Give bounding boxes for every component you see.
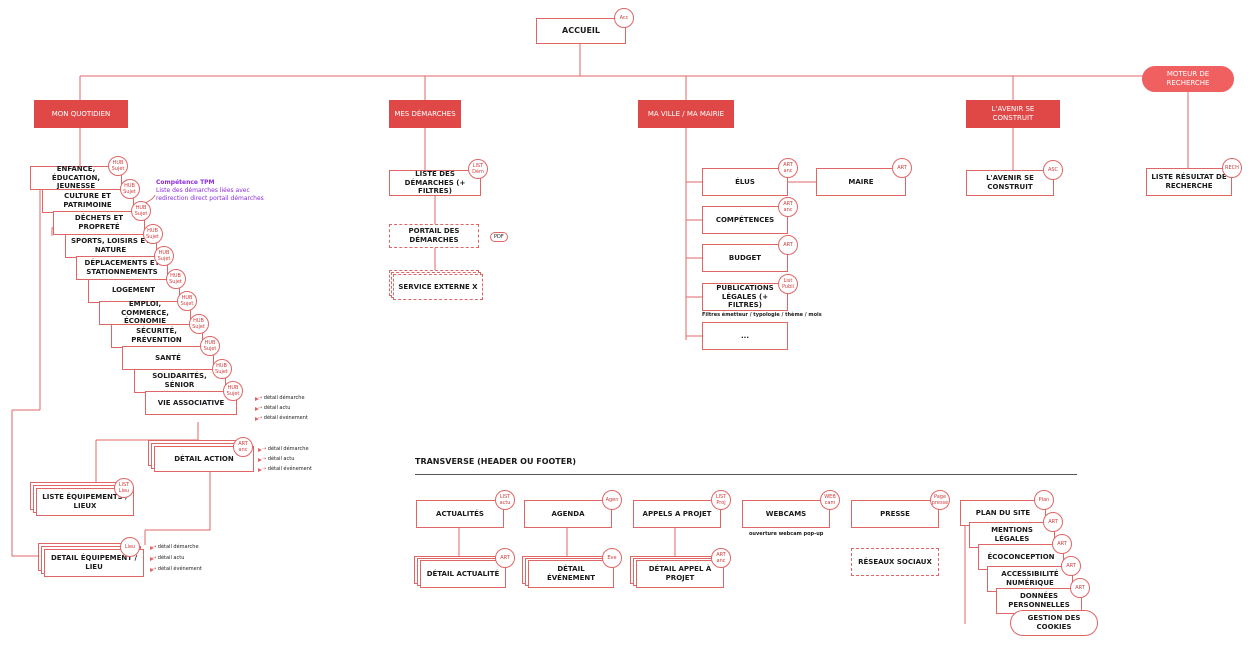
accueil-badge: Acc: [614, 8, 634, 28]
footer-page-badge: ART: [1061, 556, 1081, 576]
link-detail-evenement[interactable]: détail événement: [152, 566, 202, 572]
maire-page[interactable]: MAIRE: [816, 168, 906, 196]
footer-page-badge: Plan: [1034, 490, 1054, 510]
webcams-note: ouverture webcam pop-up: [749, 531, 824, 537]
footer-page-badge: ART: [1052, 534, 1072, 554]
detail-appel-projet-badge: ART anc: [711, 548, 731, 568]
webcams-badge: WEB cam: [820, 490, 840, 510]
section-ma-ville[interactable]: MA VILLE / MA MAIRIE: [638, 100, 734, 128]
filtres-note: Filtres émetteur / typologie / thème / m…: [702, 312, 822, 318]
competences-badge: ART anc: [778, 197, 798, 217]
agenda-page[interactable]: AGENDA: [524, 500, 612, 528]
link-detail-demarche[interactable]: détail démarche: [152, 544, 199, 550]
pdf-link[interactable]: PDF: [490, 232, 508, 242]
portail-demarches-page[interactable]: PORTAIL DES DÉMARCHES: [389, 224, 479, 248]
link-detail-evenement[interactable]: détail événement: [262, 466, 312, 472]
hub-sujet-badge: HUB Sujet: [108, 156, 128, 176]
hub-item[interactable]: LOGEMENT: [87, 278, 180, 303]
link-detail-demarche[interactable]: détail démarche: [262, 446, 309, 452]
section-mes-demarches[interactable]: MES DÉMARCHES: [389, 100, 461, 128]
link-detail-actu[interactable]: détail actu: [262, 456, 295, 462]
transverse-divider: [415, 474, 1077, 475]
hub-item[interactable]: ENFANCE, ÉDUCATION, JEUNESSE: [30, 165, 122, 190]
footer-page-item[interactable]: MENTIONS LÉGALES: [969, 522, 1055, 548]
detail-actualite-page[interactable]: DÉTAIL ACTUALITÉ: [420, 560, 506, 588]
hub-item[interactable]: DÉPLACEMENTS ET STATIONNEMENTS: [76, 256, 168, 280]
hub-sujet-badge: HUB Sujet: [200, 336, 220, 356]
detail-appel-projet-page[interactable]: DÉTAIL APPEL À PROJET: [636, 560, 724, 588]
competences-page[interactable]: COMPÉTENCES: [702, 206, 788, 234]
detail-evenement-page[interactable]: DÉTAIL ÉVÉNEMENT: [528, 560, 614, 588]
actualites-page[interactable]: ACTUALITÉS: [416, 500, 504, 528]
accueil-page[interactable]: ACCUEIL: [536, 18, 626, 44]
liste-demarches-badge: LIST Dém: [468, 159, 488, 179]
hub-item[interactable]: VIE ASSOCIATIVE: [145, 391, 237, 415]
annotation-title: Compétence TPM: [156, 179, 215, 186]
footer-page-badge: ART: [1070, 578, 1090, 598]
agenda-badge: Agen: [602, 490, 622, 510]
transverse-title: TRANSVERSE (HEADER OU FOOTER): [415, 457, 577, 466]
hub-sujet-badge: HUB Sujet: [131, 201, 151, 221]
competence-tpm-annotation: Compétence TPM Liste des démarches liées…: [156, 179, 268, 202]
link-detail-actu[interactable]: détail actu: [152, 555, 185, 561]
publications-legales-page[interactable]: PUBLICATIONS LÉGALES (+ FILTRES): [702, 283, 788, 311]
hub-sujet-badge: HUB Sujet: [188, 313, 209, 334]
recherche-badge: RECH: [1222, 158, 1242, 178]
presse-page[interactable]: PRESSE: [851, 500, 939, 528]
reseaux-sociaux-link[interactable]: RÉSEAUX SOCIAUX: [851, 548, 939, 576]
link-detail-demarche[interactable]: détail démarche: [258, 395, 305, 401]
link-detail-evenement[interactable]: détail événement: [258, 415, 308, 421]
appels-projet-page[interactable]: APPELS A PROJET: [633, 500, 721, 528]
section-avenir[interactable]: L'AVENIR SE CONSTRUIT: [966, 100, 1060, 128]
budget-page[interactable]: BUDGET: [702, 244, 788, 272]
liste-equipements-badge: LIST Lieu: [114, 478, 134, 498]
presse-badge: Page presse: [930, 490, 950, 510]
publications-badge: List Publi: [778, 274, 798, 294]
elus-badge: ART anc: [778, 158, 798, 178]
elus-page[interactable]: ÉLUS: [702, 168, 788, 196]
moteur-de-recherche[interactable]: MOTEUR DE RECHERCHE: [1142, 66, 1234, 92]
service-externe-page[interactable]: SERVICE EXTERNE X: [393, 274, 483, 300]
hub-sujet-badge: HUB Sujet: [154, 246, 174, 266]
hub-item[interactable]: SANTÉ: [122, 346, 214, 370]
actualites-badge: LIST actu: [495, 490, 515, 510]
footer-page-item[interactable]: PLAN DU SITE: [960, 500, 1046, 526]
section-mon-quotidien[interactable]: MON QUOTIDIEN: [34, 100, 128, 128]
more-pages[interactable]: ...: [702, 322, 788, 350]
avenir-page[interactable]: L'AVENIR SE CONSTRUIT: [966, 170, 1054, 196]
avenir-badge: ASC: [1043, 160, 1063, 180]
hub-item[interactable]: EMPLOI, COMMERCE, ÉCONOMIE: [99, 300, 191, 325]
detail-actualite-badge: ART: [495, 548, 515, 568]
appels-projet-badge: LIST Proj: [711, 490, 731, 510]
link-detail-actu[interactable]: détail actu: [258, 405, 291, 411]
detail-action-badge: ART anc: [233, 437, 253, 457]
hub-sujet-badge: HUB Sujet: [223, 381, 243, 401]
detail-evenement-badge: Eve: [602, 548, 622, 568]
footer-page-badge: ART: [1043, 512, 1063, 532]
hub-sujet-badge: HUB Sujet: [119, 178, 140, 199]
hub-sujet-badge: HUB Sujet: [177, 291, 197, 311]
hub-sujet-badge: HUB Sujet: [165, 268, 186, 289]
detail-equipement-badge: Lieu: [120, 537, 140, 557]
hub-sujet-badge: HUB Sujet: [142, 223, 163, 244]
budget-badge: ART: [778, 235, 798, 255]
resultats-recherche-page[interactable]: LISTE RÉSULTAT DE RECHERCHE: [1146, 168, 1232, 196]
hub-item[interactable]: SPORTS, LOISIRS ET NATURE: [64, 233, 157, 258]
webcams-page[interactable]: WEBCAMS: [742, 500, 830, 528]
liste-demarches-page[interactable]: LISTE DES DÉMARCHES (+ FILTRES): [389, 170, 481, 196]
hub-sujet-badge: HUB Sujet: [211, 358, 232, 379]
gestion-cookies-link[interactable]: GESTION DES COOKIES: [1010, 610, 1098, 636]
maire-badge: ART: [892, 158, 912, 178]
annotation-text: Liste des démarches liées avec redirecti…: [156, 186, 264, 202]
hub-item[interactable]: SOLIDARITÉS, SÉNIOR: [133, 368, 226, 393]
hub-item[interactable]: SÉCURITÉ, PRÉVENTION: [110, 323, 203, 348]
